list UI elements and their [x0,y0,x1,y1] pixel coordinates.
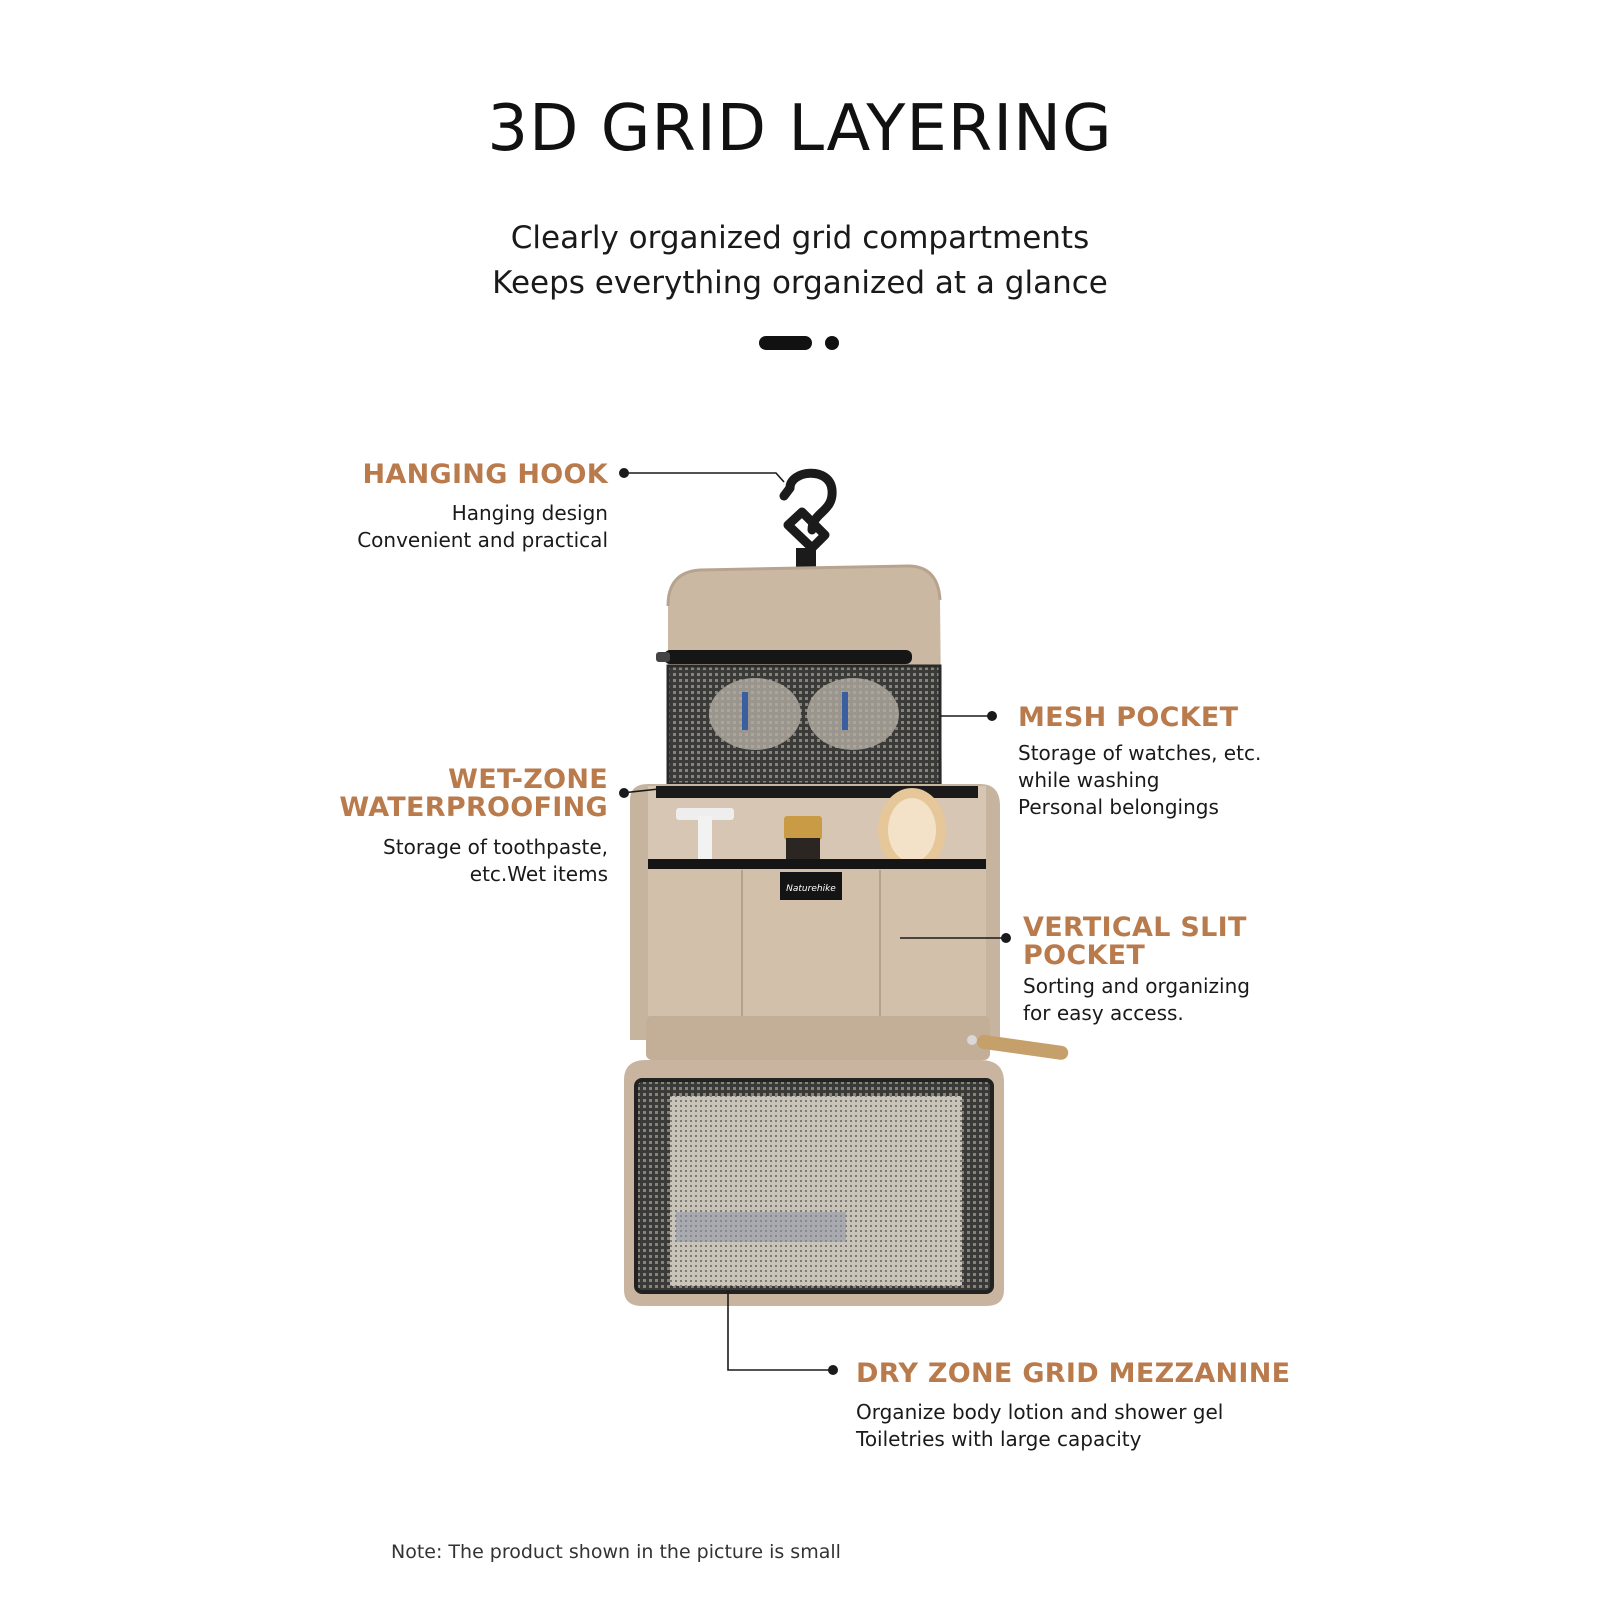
brand-label: Naturehike [786,884,836,894]
callout-mesh-pocket-desc-3: Personal belongings [1018,795,1219,819]
callout-vertical-slit-title-2: POCKET [1023,940,1146,971]
divider-dot-long [759,336,812,350]
callout-wet-zone-desc-2: etc.Wet items [469,862,608,886]
divider-dots [0,336,1600,350]
callout-wet-zone-desc-1: Storage of toothpaste, [383,835,608,859]
callout-hanging-hook-desc-1: Hanging design [451,501,608,525]
footnote: Note: The product shown in the picture i… [391,1541,841,1563]
page-title: 3D GRID LAYERING [487,92,1113,166]
callout-vertical-slit-title-1: VERTICAL SLIT [1023,912,1247,943]
callout-vertical-slit-title: VERTICAL SLIT POCKET [1023,914,1247,970]
callout-vertical-slit-desc-2: for easy access. [1023,1001,1184,1025]
callout-dry-zone-desc: Organize body lotion and shower gel Toil… [856,1399,1223,1453]
divider-dot-short [825,336,839,350]
leader-lines [621,472,1004,1371]
wet-zone-compartment: Naturehike [630,784,1069,1060]
callout-mesh-pocket-desc: Storage of watches, etc. while washing P… [1018,740,1261,821]
callout-hanging-hook-desc: Hanging design Convenient and practical [357,500,608,554]
callout-vertical-slit-desc: Sorting and organizing for easy access. [1023,973,1250,1027]
callout-vertical-slit-desc-1: Sorting and organizing [1023,974,1250,998]
callout-dry-zone-desc-2: Toiletries with large capacity [856,1427,1142,1451]
subtitle-line-1: Clearly organized grid compartments [510,220,1090,256]
hanging-hook [779,468,837,568]
callout-hanging-hook-title: HANGING HOOK [362,459,608,490]
callout-mesh-pocket-title: MESH POCKET [1018,702,1239,733]
callout-dry-zone-title: DRY ZONE GRID MEZZANINE [856,1358,1291,1389]
callout-mesh-pocket-desc-1: Storage of watches, etc. [1018,741,1262,765]
callout-hanging-hook-desc-2: Convenient and practical [357,528,608,552]
callout-wet-zone-desc: Storage of toothpaste, etc.Wet items [383,834,608,888]
callout-wet-zone-title-2: WATERPROOFING [339,792,608,823]
callout-dry-zone-desc-1: Organize body lotion and shower gel [856,1400,1224,1424]
callout-mesh-pocket-desc-2: while washing [1018,768,1160,792]
top-flap [656,564,942,790]
callout-wet-zone-title-1: WET-ZONE [448,764,608,795]
leader-dots [619,468,1011,1375]
dry-zone-compartment [624,1060,1004,1306]
subtitle-line-2: Keeps everything organized at a glance [492,265,1108,301]
callout-wet-zone-title: WET-ZONE WATERPROOFING [339,766,608,822]
